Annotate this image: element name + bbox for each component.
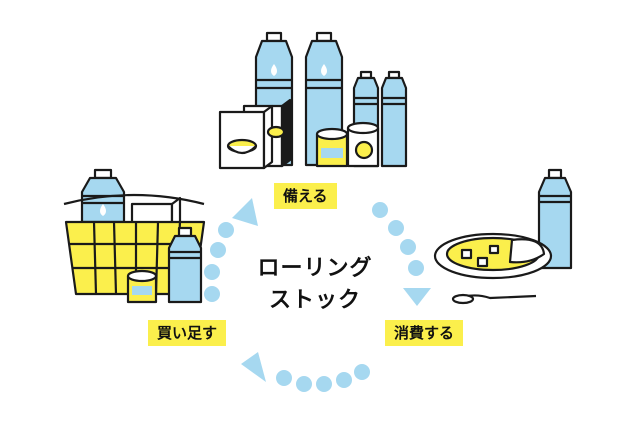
cycle-title-line-2: ストック — [268, 288, 361, 313]
canned-food-icon — [315, 127, 349, 168]
meal-illustration — [433, 168, 573, 305]
step-prepare-label: 備える — [274, 183, 337, 209]
arrow-icon — [232, 198, 258, 226]
step-consume-label: 消費する — [385, 320, 464, 346]
cycle-title: ローリング ストック — [240, 253, 390, 317]
shopping-illustration — [63, 168, 206, 304]
canned-food-icon — [126, 269, 158, 304]
arrow-icon — [403, 288, 431, 306]
stockpile-illustration — [218, 31, 408, 170]
curry-plate-icon — [433, 232, 553, 280]
cycle-title-line-1: ローリング — [257, 256, 373, 281]
cycle-dots — [204, 202, 424, 392]
spoon-icon — [451, 293, 537, 305]
step-replenish-label: 買い足す — [148, 320, 227, 346]
water-bottle-icon — [537, 168, 573, 270]
food-box-icon — [218, 98, 292, 170]
arrow-icon — [241, 352, 266, 382]
water-bottle-icon — [380, 70, 408, 168]
water-bottle-icon — [167, 226, 203, 304]
canned-food-icon — [346, 121, 380, 168]
